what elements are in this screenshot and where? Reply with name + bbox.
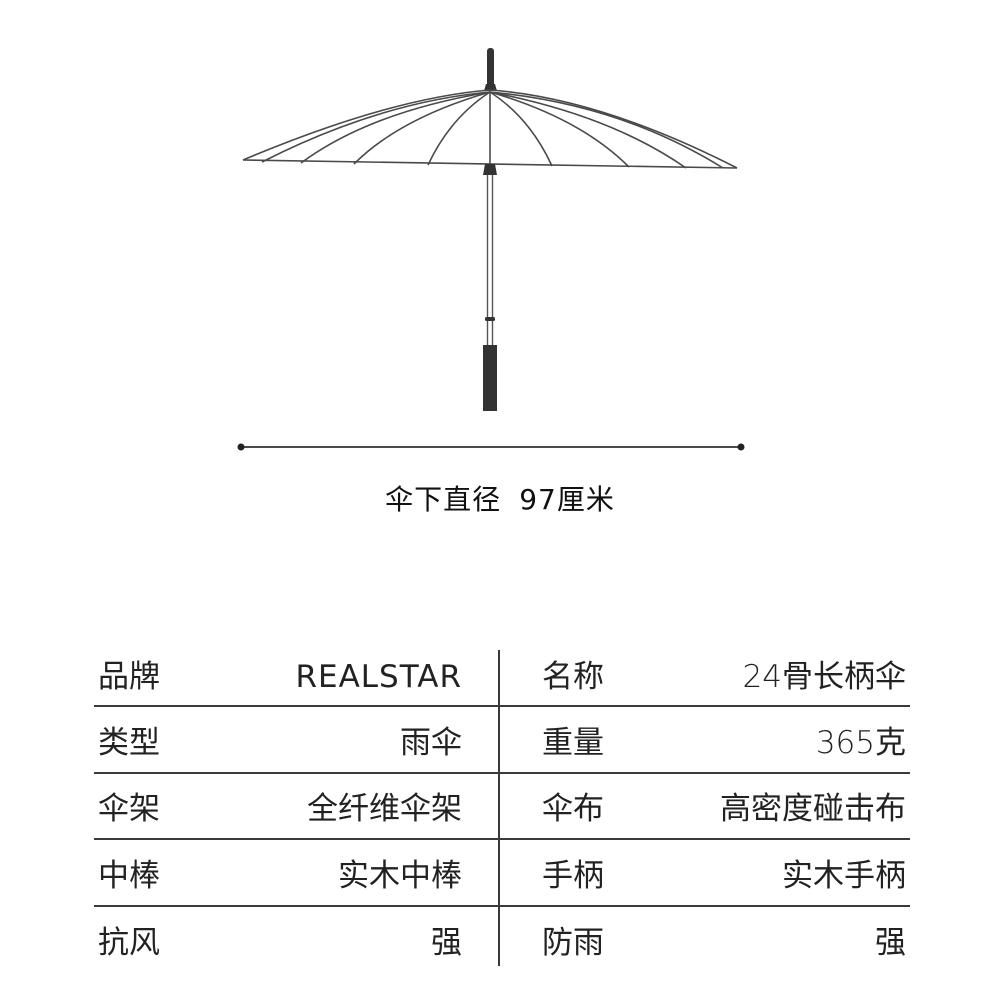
spec-label-type: 类型	[98, 725, 160, 761]
spec-value-frame: 全纤维伞架	[307, 791, 462, 827]
spec-label-frame: 伞架	[98, 791, 160, 827]
spec-label-fabric: 伞布	[542, 791, 604, 827]
spec-value-wind-resistance: 强	[431, 925, 462, 961]
spec-row: 抗风 强 防雨 强	[94, 910, 910, 976]
spec-label-wind-resistance: 抗风	[98, 925, 160, 961]
spec-label-rain-proof: 防雨	[542, 925, 604, 961]
umbrella-diagram	[0, 0, 1000, 470]
spec-row: 品牌 REALSTAR 名称 24骨长柄伞	[94, 644, 910, 710]
spec-value-fabric: 高密度碰击布	[720, 791, 906, 827]
umbrella-tip	[487, 48, 494, 88]
spec-value-rain-proof: 强	[875, 925, 906, 961]
diameter-value: 97厘米	[519, 483, 615, 516]
row-divider	[94, 772, 910, 774]
diameter-label: 伞下直径	[385, 483, 502, 516]
umbrella-icon	[237, 48, 745, 451]
diameter-dimension-line	[237, 443, 745, 451]
spec-value-handle: 实木手柄	[782, 858, 906, 894]
row-divider	[94, 838, 910, 840]
umbrella-runner	[483, 164, 497, 175]
spec-value-name: 24骨长柄伞	[742, 659, 906, 695]
spec-row: 中棒 实木中棒 手柄 实木手柄	[94, 843, 910, 909]
diameter-caption: 伞下直径 97厘米	[0, 478, 1000, 518]
spec-label-brand: 品牌	[98, 659, 160, 695]
column-divider	[498, 650, 500, 966]
spec-value-brand: REALSTAR	[295, 659, 462, 695]
spec-table: 品牌 REALSTAR 名称 24骨长柄伞 类型 雨伞 重量 365克 伞架 全…	[94, 640, 910, 970]
spec-label-name: 名称	[542, 659, 604, 695]
spec-value-weight: 365克	[815, 725, 906, 761]
spec-label-handle: 手柄	[542, 858, 604, 894]
spec-row: 类型 雨伞 重量 365克	[94, 710, 910, 776]
spec-value-shaft: 实木中棒	[338, 858, 462, 894]
spec-label-weight: 重量	[542, 725, 604, 761]
umbrella-shaft	[486, 175, 494, 345]
umbrella-canopy	[242, 89, 738, 169]
row-divider	[94, 905, 910, 907]
spec-row: 伞架 全纤维伞架 伞布 高密度碰击布	[94, 776, 910, 842]
row-divider	[94, 705, 910, 707]
spec-label-shaft: 中棒	[98, 858, 160, 894]
umbrella-handle	[483, 345, 497, 411]
spec-value-type: 雨伞	[400, 725, 462, 761]
